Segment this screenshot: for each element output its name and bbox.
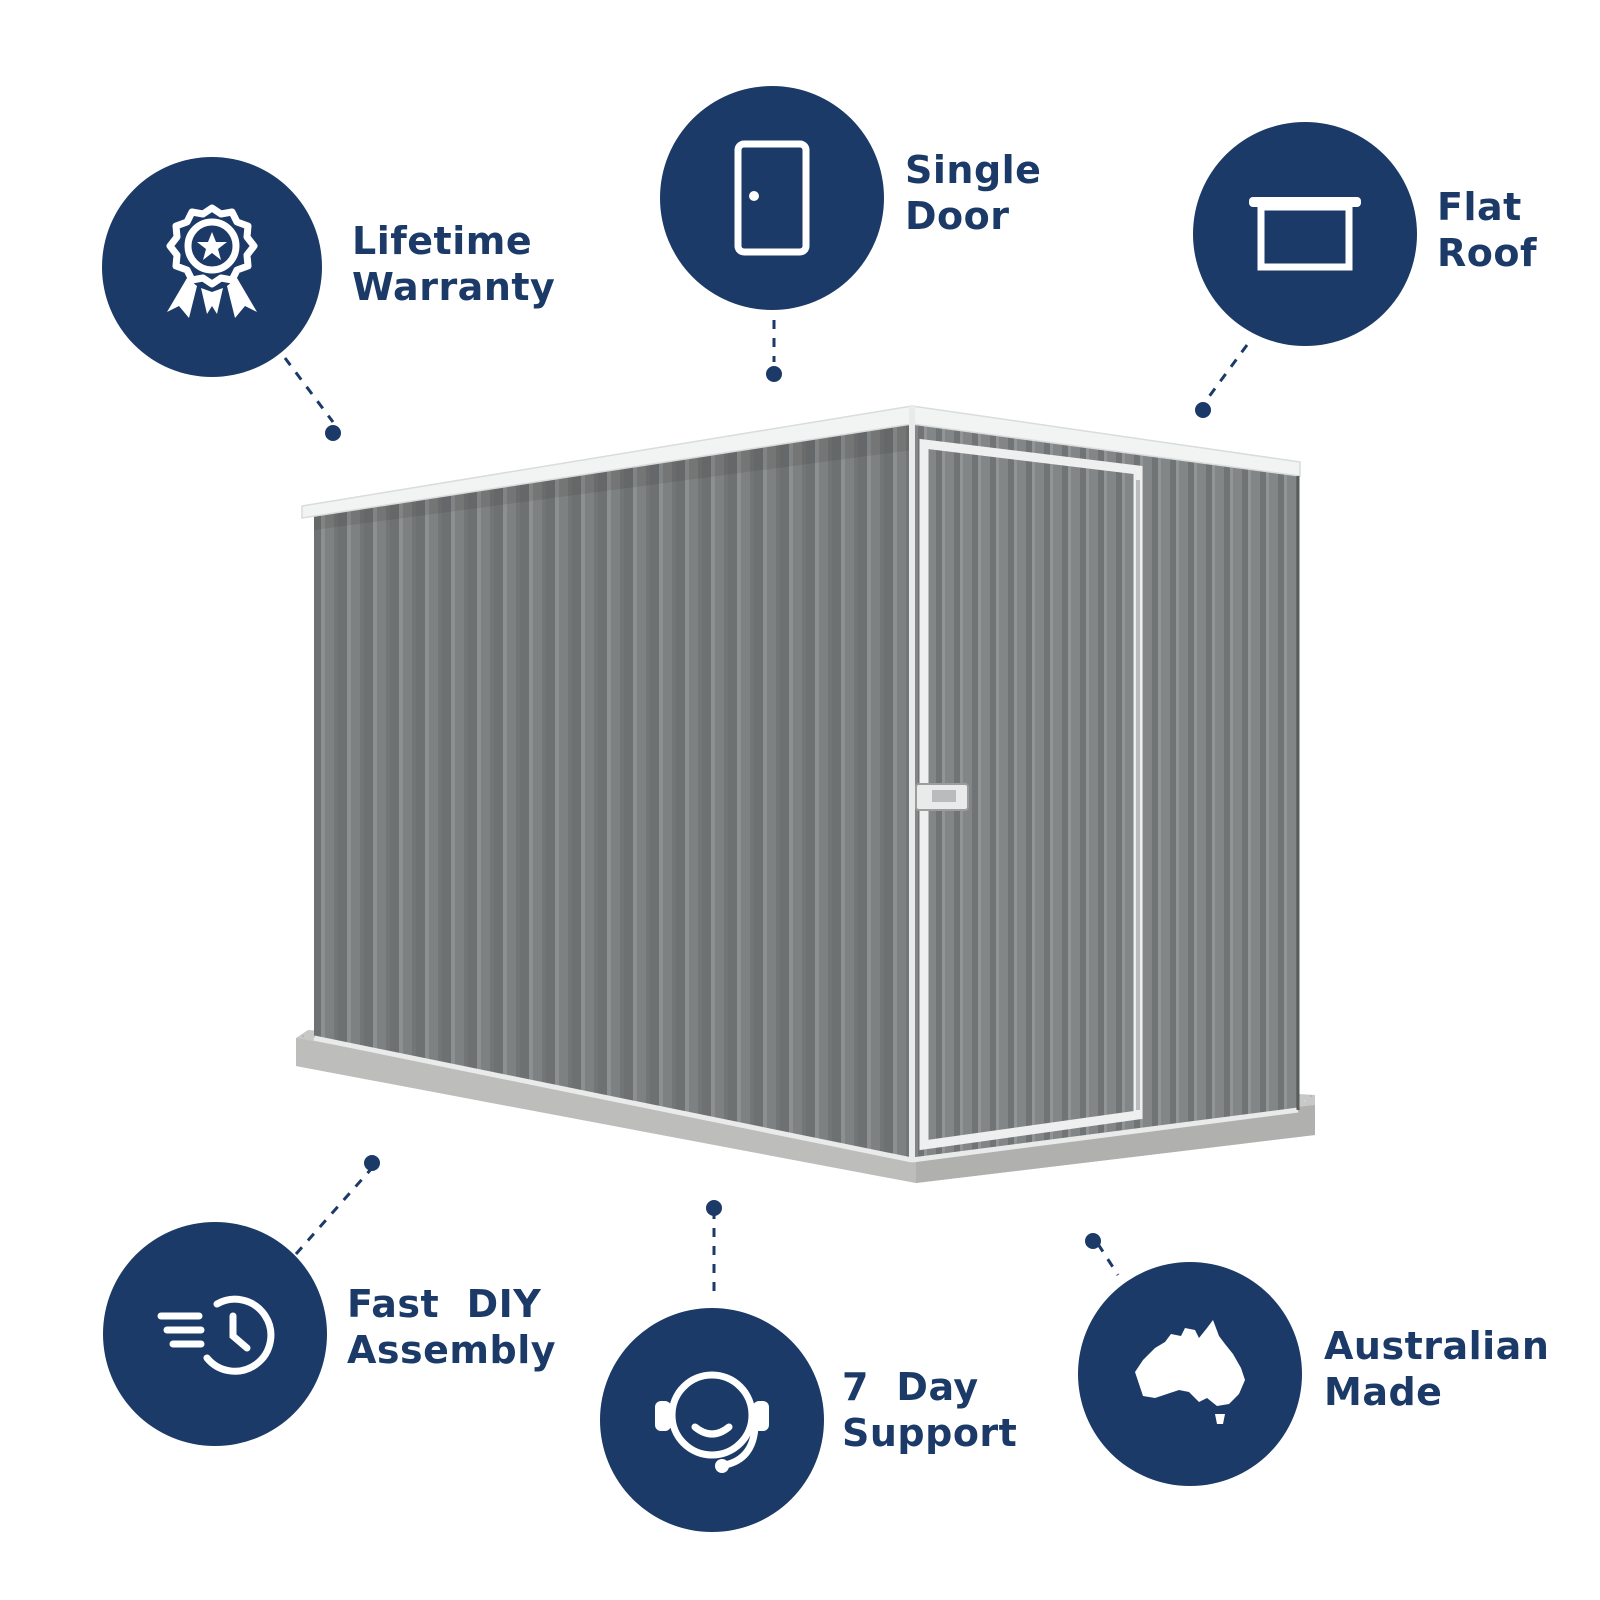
australia-map-icon (1135, 1320, 1245, 1424)
feature-label-line1: Lifetime (352, 219, 533, 263)
feature-7-day-support-circle (600, 1308, 824, 1532)
headset-icon (655, 1371, 769, 1473)
connector-dot-door (766, 366, 782, 382)
feature-7-day-support-label: 7 Day Support (842, 1364, 1017, 1456)
connector-warranty (283, 357, 335, 423)
feature-label-line2: Warranty (352, 265, 556, 309)
feature-label-line2: Door (905, 194, 1010, 238)
feature-label-line1: 7 Day (842, 1365, 979, 1409)
connector-australia (1096, 1243, 1120, 1276)
feature-fast-diy-assembly-circle (103, 1222, 327, 1446)
feature-lifetime-warranty-label: Lifetime Warranty (352, 218, 555, 310)
fast-clock-icon (157, 1295, 275, 1375)
feature-label-line2: Made (1324, 1370, 1443, 1414)
feature-label-line1: Australian (1324, 1324, 1550, 1368)
connector-dot-assembly (364, 1155, 380, 1171)
award-ribbon-icon (166, 204, 258, 318)
feature-lifetime-warranty-circle (102, 157, 322, 377)
feature-flat-roof-label: Flat Roof (1437, 184, 1537, 276)
flat-roof-icon (1249, 197, 1361, 271)
connector-dot-warranty (325, 425, 341, 441)
connector-roof (1206, 344, 1249, 399)
door-icon (734, 140, 810, 256)
shed-side-wall (314, 422, 912, 1160)
shed-door (915, 438, 1143, 1151)
feature-label-line2: Roof (1437, 231, 1538, 275)
feature-label-line2: Support (842, 1411, 1018, 1455)
connector-dot-roof (1195, 402, 1211, 418)
feature-label-line1: Fast DIY (347, 1282, 542, 1326)
feature-australian-made-label: Australian Made (1324, 1323, 1549, 1415)
connector-dot-australia (1085, 1233, 1101, 1249)
feature-label-line2: Assembly (347, 1328, 557, 1372)
connector-assembly (294, 1167, 374, 1255)
feature-fast-diy-assembly-label: Fast DIY Assembly (347, 1281, 556, 1373)
feature-single-door-circle (660, 86, 884, 310)
feature-label-line1: Flat (1437, 185, 1522, 229)
connector-dot-support (706, 1200, 722, 1216)
feature-flat-roof-circle (1193, 122, 1417, 346)
feature-single-door-label: Single Door (905, 147, 1041, 239)
feature-label-line1: Single (905, 148, 1042, 192)
feature-australian-made-circle (1078, 1262, 1302, 1486)
